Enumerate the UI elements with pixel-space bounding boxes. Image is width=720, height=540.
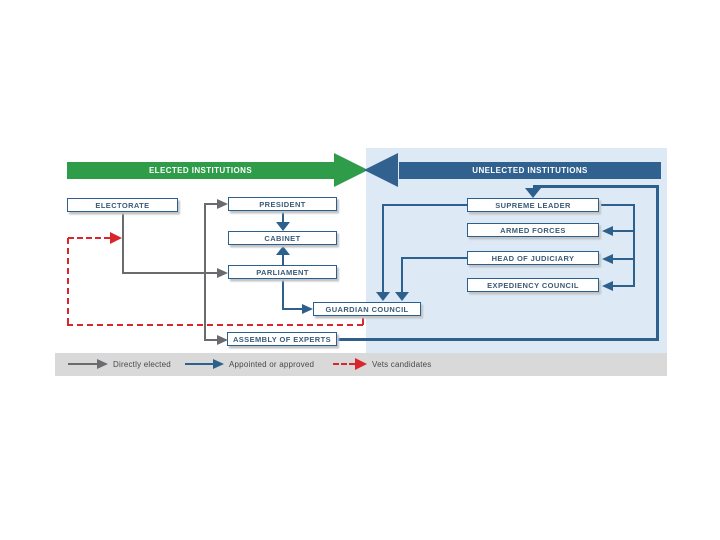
- box-assembly-of-experts-label: ASSEMBLY OF EXPERTS: [232, 334, 332, 344]
- edge-guardian-vets-stub: [362, 318, 364, 325]
- edge-supremeleader-guardian-arrowhead-icon: [376, 292, 390, 301]
- box-cabinet-label: CABINET: [264, 233, 301, 243]
- edge-assembly-supremeleader-top: [533, 185, 659, 188]
- edge-assembly-supremeleader-right: [656, 185, 659, 341]
- edge-supremeleader-guardian-hline: [383, 204, 467, 206]
- legend-bar: Directly elected Appointed or approved V…: [55, 353, 667, 376]
- elected-banner-arrowhead-icon: [334, 153, 368, 187]
- box-electorate: ELECTORATE: [67, 198, 178, 212]
- box-head-of-judiciary: HEAD OF JUDICIARY: [467, 251, 599, 265]
- elected-institutions-label: ELECTED INSTITUTIONS: [148, 166, 253, 175]
- unelected-banner-arrowhead-icon: [364, 153, 398, 187]
- legend-vets-label: Vets candidates: [372, 360, 432, 369]
- box-president-label: PRESIDENT: [259, 199, 306, 209]
- box-electorate-label: ELECTORATE: [95, 200, 150, 210]
- box-armed-forces-label: ARMED FORCES: [500, 225, 566, 235]
- box-cabinet: CABINET: [228, 231, 337, 245]
- edge-guardian-vets-arrowhead-icon: [110, 232, 122, 244]
- box-supreme-leader: SUPREME LEADER: [467, 198, 599, 212]
- legend-directly-elected-arrowhead-icon: [97, 359, 108, 369]
- box-president: PRESIDENT: [228, 197, 337, 211]
- legend-appointed-label: Appointed or approved: [229, 360, 315, 369]
- edge-electorate-parliament-arrowhead-icon: [217, 268, 228, 278]
- edge-president-cabinet-line: [282, 212, 284, 223]
- box-guardian-council-label: GUARDIAN COUNCIL: [325, 304, 409, 314]
- box-expediency-council-label: EXPEDIENCY COUNCIL: [487, 280, 579, 290]
- edge-supremeleader-judiciary-arrowhead-icon: [602, 254, 613, 264]
- unelected-institutions-banner: UNELECTED INSTITUTIONS: [399, 162, 661, 179]
- edge-parliament-guardian-hline: [282, 308, 303, 310]
- unelected-panel: [366, 148, 667, 353]
- edge-electorate-assembly-line: [206, 339, 217, 341]
- edge-parliament-guardian-vline: [282, 280, 284, 310]
- legend-directly-elected-label: Directly elected: [113, 360, 171, 369]
- edge-supremeleader-expediency-line: [613, 285, 635, 287]
- edge-judiciary-guardian-arrowhead-icon: [395, 292, 409, 301]
- edge-electorate-assembly-arrowhead-icon: [217, 335, 228, 345]
- box-assembly-of-experts: ASSEMBLY OF EXPERTS: [227, 332, 337, 346]
- edge-electorate-president-arrowhead-icon: [217, 199, 228, 209]
- edge-supremeleader-judiciary-line: [613, 258, 635, 260]
- box-armed-forces: ARMED FORCES: [467, 223, 599, 237]
- elected-institutions-banner: ELECTED INSTITUTIONS: [67, 162, 334, 179]
- legend-appointed-arrowhead-icon: [213, 359, 224, 369]
- legend-vets-arrowhead-icon: [355, 358, 367, 370]
- box-parliament-label: PARLIAMENT: [256, 267, 309, 277]
- edge-electorate-trunk: [204, 203, 206, 341]
- edge-judiciary-guardian-vline: [401, 257, 403, 293]
- edge-guardian-vets-left: [67, 238, 69, 324]
- edge-electorate-parliament-line: [122, 272, 217, 274]
- edge-president-cabinet-arrowhead-icon: [276, 222, 290, 231]
- edge-parliament-cabinet-arrowhead-icon: [276, 246, 290, 255]
- edge-judiciary-guardian-hline: [402, 257, 467, 259]
- edge-supremeleader-right-hline: [601, 204, 635, 206]
- unelected-institutions-label: UNELECTED INSTITUTIONS: [472, 166, 588, 175]
- edge-supremeleader-right-vline: [633, 204, 635, 286]
- edge-supremeleader-guardian-vline: [382, 204, 384, 293]
- edge-electorate-president-line: [206, 203, 217, 205]
- edge-assembly-supremeleader-bottom: [338, 338, 659, 341]
- edge-guardian-vets-bottom: [67, 324, 363, 326]
- edge-guardian-vets-top: [68, 237, 110, 239]
- edge-electorate-stem: [122, 213, 124, 274]
- legend-vets-line: [333, 363, 355, 365]
- legend-directly-elected-line: [68, 363, 97, 365]
- edge-supremeleader-expediency-arrowhead-icon: [602, 281, 613, 291]
- edge-supremeleader-armedforces-line: [613, 230, 635, 232]
- box-expediency-council: EXPEDIENCY COUNCIL: [467, 278, 599, 292]
- box-head-of-judiciary-label: HEAD OF JUDICIARY: [491, 253, 575, 263]
- edge-assembly-supremeleader-arrowhead-icon: [525, 188, 541, 198]
- edge-supremeleader-armedforces-arrowhead-icon: [602, 226, 613, 236]
- edge-parliament-guardian-arrowhead-icon: [302, 304, 313, 314]
- box-supreme-leader-label: SUPREME LEADER: [495, 200, 571, 210]
- box-guardian-council: GUARDIAN COUNCIL: [313, 302, 421, 316]
- edge-parliament-cabinet-line: [282, 255, 284, 265]
- box-parliament: PARLIAMENT: [228, 265, 337, 279]
- legend-appointed-line: [185, 363, 213, 365]
